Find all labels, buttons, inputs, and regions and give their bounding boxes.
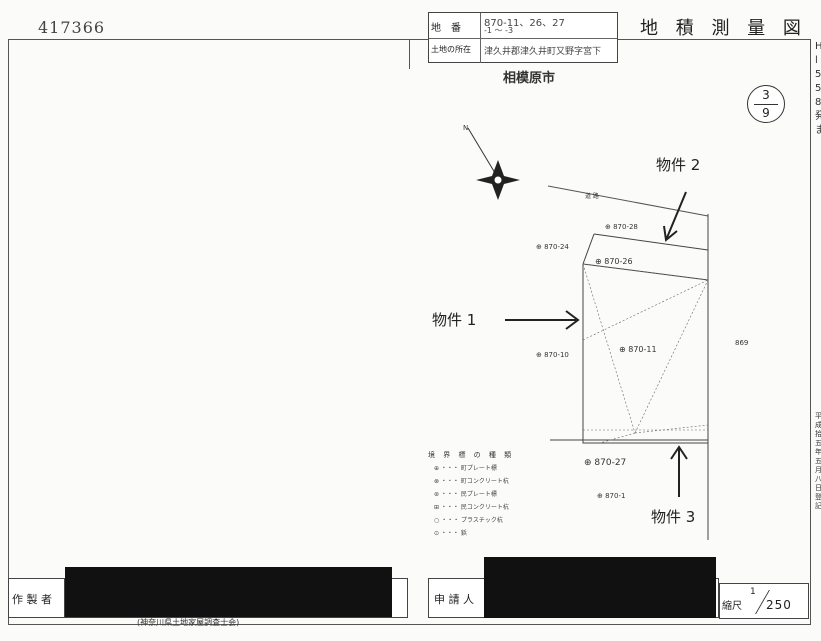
document-number: 417366 bbox=[38, 18, 106, 37]
lot-value: 870-11、26、27 bbox=[484, 18, 565, 29]
arrow-bukken3 bbox=[670, 445, 688, 497]
maker-redaction bbox=[65, 567, 392, 617]
city-name: 相模原市 bbox=[503, 71, 556, 86]
location-label: 土地の所在 bbox=[431, 45, 471, 54]
compass-icon bbox=[467, 127, 520, 200]
legend-item: ⊕ ・・・ 町プレート標 bbox=[434, 465, 497, 472]
legend-item: ⊛ ・・・ 民プレート標 bbox=[434, 491, 497, 498]
scale-numerator: 1 bbox=[750, 587, 756, 597]
location-row: 土地の所在 津久井郡津久井町又野字宮下 bbox=[429, 38, 617, 63]
lot-870-1: ⊕ 870-1 bbox=[597, 492, 625, 500]
lot-870-11: ⊕ 870-11 bbox=[619, 345, 657, 354]
bukken2-label: 物件 2 bbox=[656, 156, 701, 174]
parcel-outline bbox=[550, 214, 709, 540]
lot-value-sub: -1 ～ -3 bbox=[484, 26, 514, 35]
sheet-number-badge: 3 9 bbox=[747, 85, 785, 123]
arrow-bukken1 bbox=[505, 310, 580, 330]
scale-denominator: 250 bbox=[766, 598, 792, 612]
legend-item: ○ ・・・ プラスチック杭 bbox=[434, 517, 503, 524]
lot-870-28: ⊕ 870-28 bbox=[605, 223, 638, 231]
lot-870-24: ⊕ 870-24 bbox=[536, 243, 569, 251]
bukken1-label: 物件 1 bbox=[432, 311, 477, 329]
maker-label: 作 製 者 bbox=[12, 593, 52, 606]
location-value: 津久井郡津久井町又野字宮下 bbox=[484, 47, 602, 57]
lot-870-10: ⊕ 870-10 bbox=[536, 351, 569, 359]
applicant-label: 申 請 人 bbox=[434, 593, 474, 606]
page-title: 地 積 測 量 図 bbox=[640, 18, 807, 39]
road-label: 道 路 bbox=[585, 192, 599, 200]
lot-row: 地 番 870-11、26、27 -1 ～ -3 bbox=[429, 13, 617, 39]
legend-item: ⊙ ・・・ 鋲 bbox=[434, 530, 467, 537]
bukken3-label: 物件 3 bbox=[651, 508, 696, 526]
sheet-total: 9 bbox=[762, 106, 770, 120]
sheet-num: 3 bbox=[762, 88, 770, 102]
scale-cell: 縮尺 1 250 bbox=[719, 583, 809, 619]
road-edge bbox=[547, 185, 709, 217]
scale-label: 縮尺 bbox=[722, 601, 742, 612]
frame-divider bbox=[409, 39, 410, 69]
legend-item: ⊞ ・・・ 民コンクリート杭 bbox=[434, 504, 509, 511]
applicant-redaction bbox=[484, 557, 716, 618]
side-registration-text: 平成拾五年五月八日 登記 bbox=[815, 412, 821, 510]
side-stamp-text: Hl5 5 8 発 ま bbox=[815, 41, 821, 136]
lot-870-27: ⊕ 870-27 bbox=[584, 458, 626, 468]
legend-item: ⊗ ・・・ 町コンクリート杭 bbox=[434, 478, 509, 485]
lot-869: 869 bbox=[735, 339, 748, 347]
legend-title: 境 界 標 の 種 類 bbox=[428, 451, 515, 459]
arrow-bukken2 bbox=[663, 191, 687, 242]
north-label: N bbox=[463, 124, 468, 132]
header-table: 地 番 870-11、26、27 -1 ～ -3 土地の所在 津久井郡津久井町又… bbox=[428, 12, 618, 63]
lot-870-26: ⊕ 870-26 bbox=[595, 257, 633, 266]
measure-lines bbox=[582, 263, 709, 444]
association-note: (神奈川県土地家屋調査士会) bbox=[137, 618, 240, 627]
lot-label: 地 番 bbox=[431, 23, 461, 34]
legend-list: ⊕ ・・・ 町プレート標 ⊗ ・・・ 町コンクリート杭 ⊛ ・・・ 民プレート標… bbox=[434, 463, 509, 541]
